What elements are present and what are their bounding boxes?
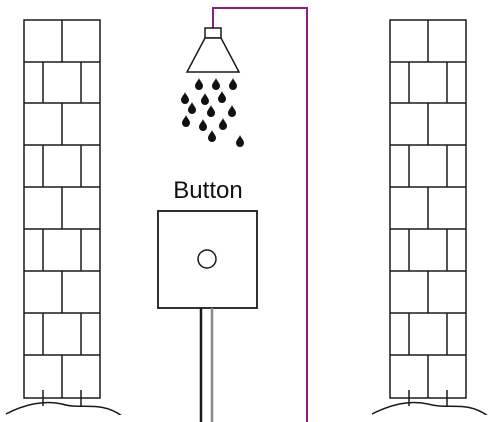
push-button-icon (157, 210, 258, 309)
water-drop-icon (207, 105, 215, 117)
water-drop-icon (208, 130, 216, 142)
water-drop-icon (219, 118, 227, 130)
water-drop-icon (188, 102, 196, 114)
left-wall-ground (5, 401, 123, 417)
water-drop-icon (182, 115, 190, 127)
right-wall-ground (371, 401, 489, 417)
purple-wire (212, 7, 308, 422)
water-drop-icon (195, 78, 203, 90)
right-brick-wall (389, 19, 467, 406)
left-brick-wall (23, 19, 101, 406)
water-drop-icon (218, 91, 226, 103)
water-drop-icon (228, 105, 236, 117)
water-drop-icon (212, 78, 220, 90)
water-drop-icon (181, 92, 189, 104)
shower-head-icon (185, 27, 241, 73)
water-drop-icon (236, 135, 244, 147)
water-drop-icon (229, 78, 237, 90)
button-label: Button (173, 177, 242, 204)
water-drop-icon (201, 93, 209, 105)
water-drops (181, 78, 244, 147)
water-drop-icon (199, 119, 207, 131)
